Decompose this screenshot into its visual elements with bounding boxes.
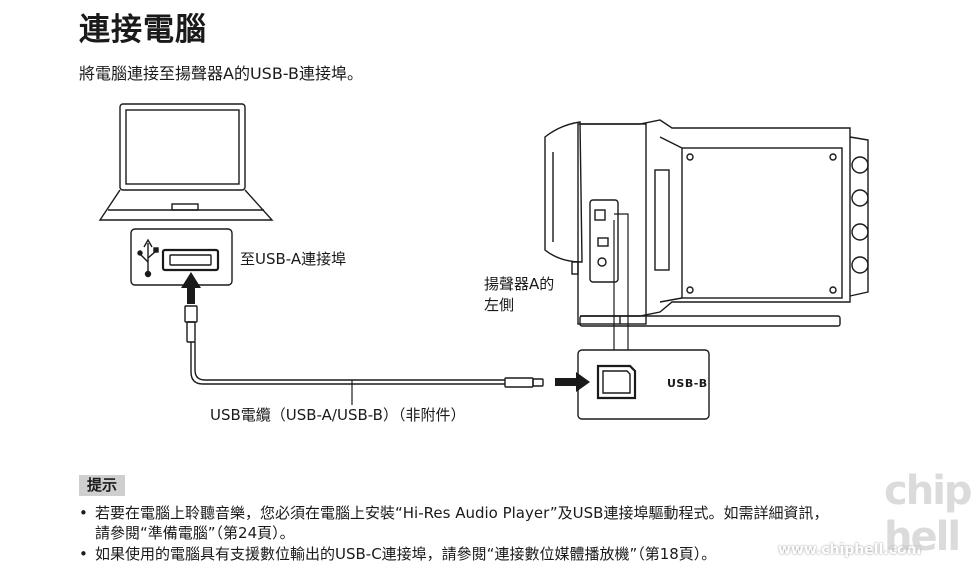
usb-symbol-icon bbox=[137, 238, 159, 278]
tip-item: • 若要在電腦上聆聽音樂，您必須在電腦上安裝“Hi-Res Audio Playe… bbox=[79, 502, 828, 523]
laptop-illustration bbox=[98, 103, 274, 221]
tips-heading: 提示 bbox=[79, 475, 125, 496]
page-title: 連接電腦 bbox=[79, 12, 207, 48]
watermark-logo: chip hell bbox=[884, 468, 973, 560]
page-subtitle: 將電腦連接至揚聲器A的USB-B連接埠。 bbox=[79, 64, 363, 83]
bullet-icon: • bbox=[79, 545, 88, 563]
bullet-icon: • bbox=[79, 504, 88, 522]
usb-cable bbox=[184, 305, 544, 405]
watermark-url: www.chiphell.com bbox=[778, 542, 922, 558]
tip-text: 若要在電腦上聆聽音樂，您必須在電腦上安裝“Hi-Res Audio Player… bbox=[95, 504, 829, 522]
right-arrow-icon bbox=[555, 372, 590, 392]
usb-a-port-label: 至USB-A連接埠 bbox=[240, 250, 347, 268]
speaker-label-line2: 左側 bbox=[484, 296, 515, 314]
usb-a-port-box bbox=[130, 228, 233, 286]
callout-line bbox=[614, 213, 629, 350]
cable-label: USB電纜（USB-A/USB-B）（非附件） bbox=[210, 406, 466, 424]
speaker-label: 揚聲器A的 bbox=[484, 275, 555, 293]
speaker-illustration bbox=[544, 119, 869, 327]
usb-b-port-label: USB-B bbox=[667, 377, 708, 390]
tip-text: 如果使用的電腦具有支援數位輸出的USB-C連接埠，請參閱“連接數位媒體播放機”（… bbox=[95, 545, 717, 563]
tip-item: • 如果使用的電腦具有支援數位輸出的USB-C連接埠，請參閱“連接數位媒體播放機”… bbox=[79, 543, 716, 564]
up-arrow-icon bbox=[181, 272, 201, 304]
connection-diagram bbox=[98, 103, 869, 420]
tip-text-continuation: 請參閱“準備電腦”（第24頁）。 bbox=[95, 524, 295, 542]
